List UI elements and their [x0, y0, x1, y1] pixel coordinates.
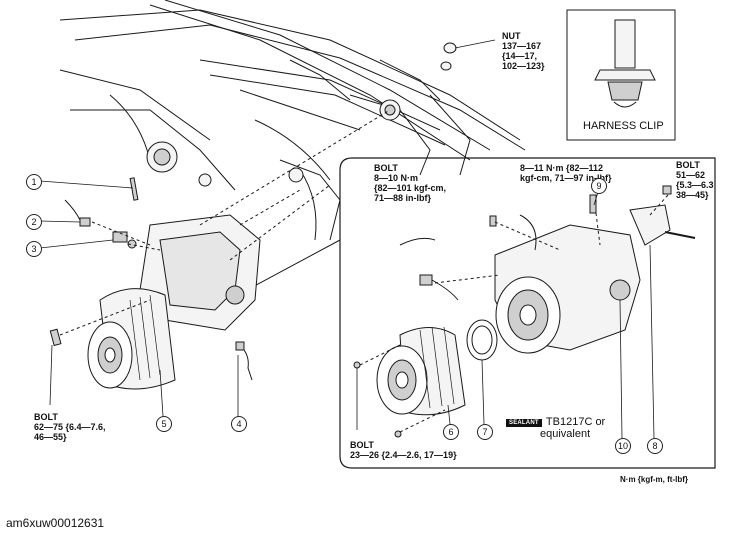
callout-10: 10 [615, 438, 631, 454]
sealant-tag: SEALANT [506, 419, 542, 427]
right-dashed-leaders [359, 194, 669, 433]
nut-torque-label: NUT 137—167 {14—17, 102—123} [502, 31, 545, 71]
coupling-seal [466, 319, 498, 361]
callout-9: 9 [591, 178, 607, 194]
left-dashed-leaders [59, 109, 391, 336]
differential-housing [494, 204, 696, 354]
bolt-torque-label-coupling: BOLT 23—26 {2.4—2.6, 17—19} [350, 440, 457, 460]
chassis-subframe [59, 0, 526, 241]
torque-units-note: N·m {kgf-m, ft-lbf} [620, 475, 688, 484]
bolt-torque-label-upper: BOLT 8—10 N·m {82—101 kgf-cm, 71—88 in-l… [374, 163, 447, 203]
bolt-torque-label-right: BOLT 51—62 {5.3—6.3 38—45} [676, 160, 714, 200]
detail-frame [339, 157, 716, 469]
left-fasteners [49, 177, 253, 381]
callout-leaders [39, 180, 655, 439]
callout-6: 6 [443, 424, 459, 440]
callout-1: 1 [26, 174, 42, 190]
coupling-exploded [376, 326, 466, 416]
nut-washer [440, 39, 496, 71]
callout-7: 7 [477, 424, 493, 440]
harness-clip-label: HARNESS CLIP [583, 120, 664, 132]
harness-clip-inset [566, 9, 676, 141]
callout-4: 4 [231, 416, 247, 432]
callout-5: 5 [156, 416, 172, 432]
figure-id: am6xuw00012631 [6, 516, 105, 530]
coupling-assembly [87, 214, 261, 390]
bolt-torque-label-lower: BOLT 62—75 {6.4—7.6, 46—55} [34, 412, 106, 442]
mounting-bushing [146, 99, 401, 187]
right-fasteners [353, 185, 672, 438]
callout-3: 3 [26, 241, 42, 257]
callout-2: 2 [26, 214, 42, 230]
callout-8: 8 [647, 438, 663, 454]
sealant-spec: : TB1217C or equivalent [540, 416, 606, 440]
